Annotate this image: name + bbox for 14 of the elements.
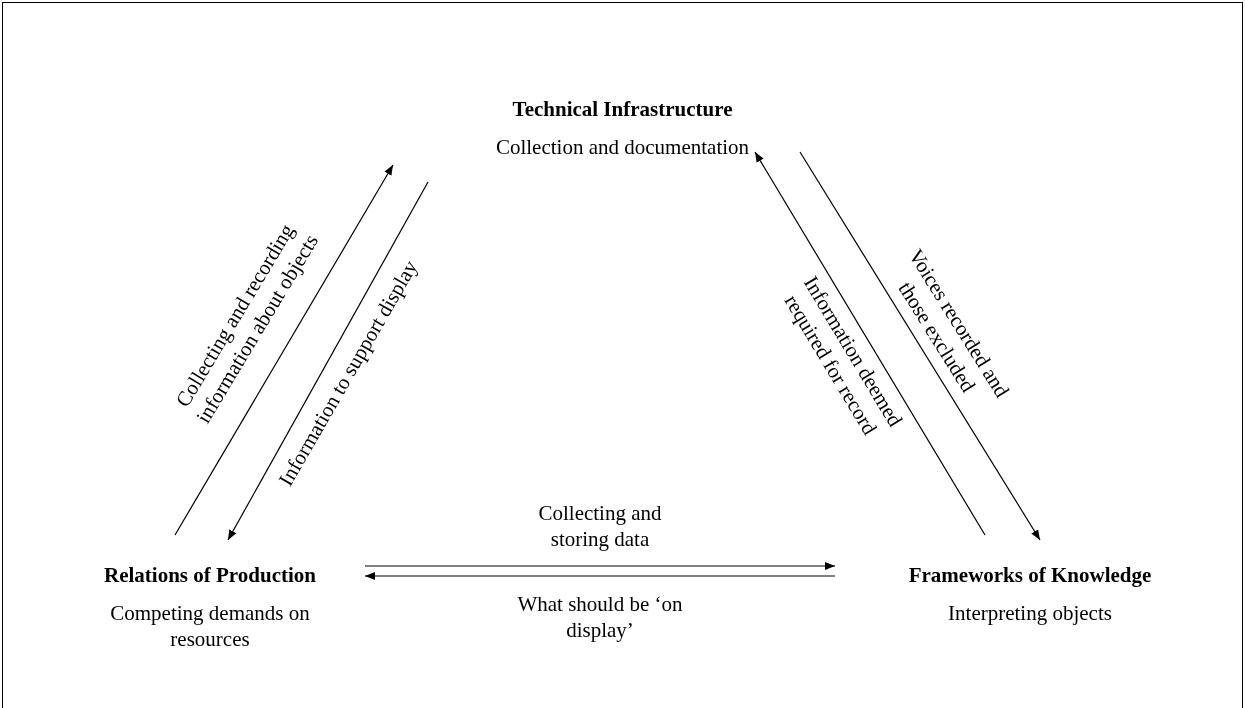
arrow bbox=[227, 181, 429, 541]
arrow bbox=[364, 562, 836, 570]
arrow bbox=[754, 151, 986, 536]
edge-label: Collecting and storing data bbox=[537, 500, 663, 552]
node-description: Collection and documentation bbox=[495, 134, 750, 160]
arrow bbox=[364, 572, 836, 580]
arrow bbox=[174, 164, 394, 536]
edge-label: What should be ‘on display’ bbox=[516, 591, 684, 643]
node-heading: Technical Infrastructure bbox=[512, 96, 733, 122]
node-heading: Relations of Production bbox=[104, 562, 316, 588]
arrow bbox=[799, 151, 1041, 541]
node-description: Competing demands on resources bbox=[109, 600, 311, 652]
node-description: Interpreting objects bbox=[948, 600, 1112, 626]
node-heading: Frameworks of Knowledge bbox=[908, 562, 1152, 588]
